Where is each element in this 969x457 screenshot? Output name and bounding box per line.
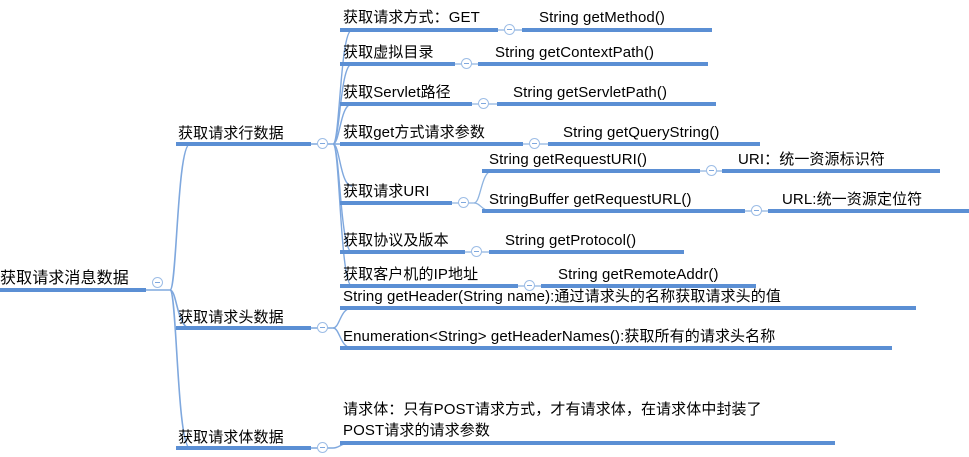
node-label-get-request-url-method[interactable]: StringBuffer getRequestURL() [489, 191, 692, 208]
node-label-get-context-path[interactable]: 获取虚拟目录 [343, 44, 434, 61]
node-label-get-header-names[interactable]: Enumeration<String> getHeaderNames():获取所… [343, 328, 776, 345]
node-api-get-query-string[interactable]: String getQueryString() [563, 124, 720, 141]
collapse-minus-icon-request-line[interactable] [317, 138, 328, 149]
edge-rl-to-request-uri [332, 143, 353, 187]
collapse-minus-icon-get-servlet-path[interactable] [478, 98, 489, 109]
edge-root-to-request-line [169, 143, 191, 291]
edge-rh-to-get-header [332, 307, 353, 329]
node-label-get-servlet-path[interactable]: 获取Servlet路径 [343, 84, 451, 101]
collapse-minus-icon-get-protocol[interactable] [471, 246, 482, 257]
collapse-minus-icon-get-request-uri[interactable] [458, 197, 469, 208]
collapse-minus-icon-get-context-path[interactable] [461, 58, 472, 69]
node-label-get-header[interactable]: String getHeader(String name):通过请求头的名称获取… [343, 288, 781, 305]
node-label-get-method[interactable]: 获取请求方式：GET [343, 9, 480, 26]
collapse-minus-icon-get-method[interactable] [504, 24, 515, 35]
node-api-get-method[interactable]: String getMethod() [539, 9, 666, 26]
node-api-get-servlet-path[interactable]: String getServletPath() [513, 84, 668, 101]
branch-label-request-header[interactable]: 获取请求头数据 [178, 309, 284, 326]
node-label-get-request-uri[interactable]: 获取请求URI [343, 183, 430, 200]
node-api-get-context-path[interactable]: String getContextPath() [495, 44, 655, 61]
collapse-minus-icon-get-remote-addr[interactable] [524, 280, 535, 291]
node-api-get-remote-addr[interactable]: String getRemoteAddr() [558, 266, 719, 283]
node-label-get-remote-addr[interactable]: 获取客户机的IP地址 [343, 266, 479, 283]
edge-rb-to-note [332, 442, 353, 449]
collapse-minus-icon-get-request-uri-method[interactable] [706, 165, 717, 176]
collapse-minus-icon-request-body[interactable] [317, 442, 328, 453]
node-label-get-protocol[interactable]: 获取协议及版本 [343, 232, 449, 249]
collapse-minus-icon-request-header[interactable] [317, 322, 328, 333]
collapse-minus-icon-root[interactable] [152, 277, 163, 288]
node-note-get-request-uri-method[interactable]: URI：统一资源标识符 [738, 151, 885, 168]
collapse-minus-icon-get-query-string[interactable] [529, 138, 540, 149]
node-label-request-body-note[interactable]: 请求体：只有POST请求方式，才有请求体，在请求体中封装了 POST请求的请求参… [343, 401, 762, 439]
node-label-get-request-uri-method[interactable]: String getRequestURI() [489, 151, 648, 168]
root-node-label[interactable]: 获取请求消息数据 [0, 270, 129, 287]
branch-label-request-body[interactable]: 获取请求体数据 [178, 429, 284, 446]
collapse-minus-icon-get-request-url-method[interactable] [751, 205, 762, 216]
branch-label-request-line[interactable]: 获取请求行数据 [178, 125, 284, 142]
node-label-get-query-string[interactable]: 获取get方式请求参数 [343, 124, 485, 141]
node-api-get-protocol[interactable]: String getProtocol() [505, 232, 637, 249]
node-note-get-request-url-method[interactable]: URL:统一资源定位符 [782, 191, 923, 208]
